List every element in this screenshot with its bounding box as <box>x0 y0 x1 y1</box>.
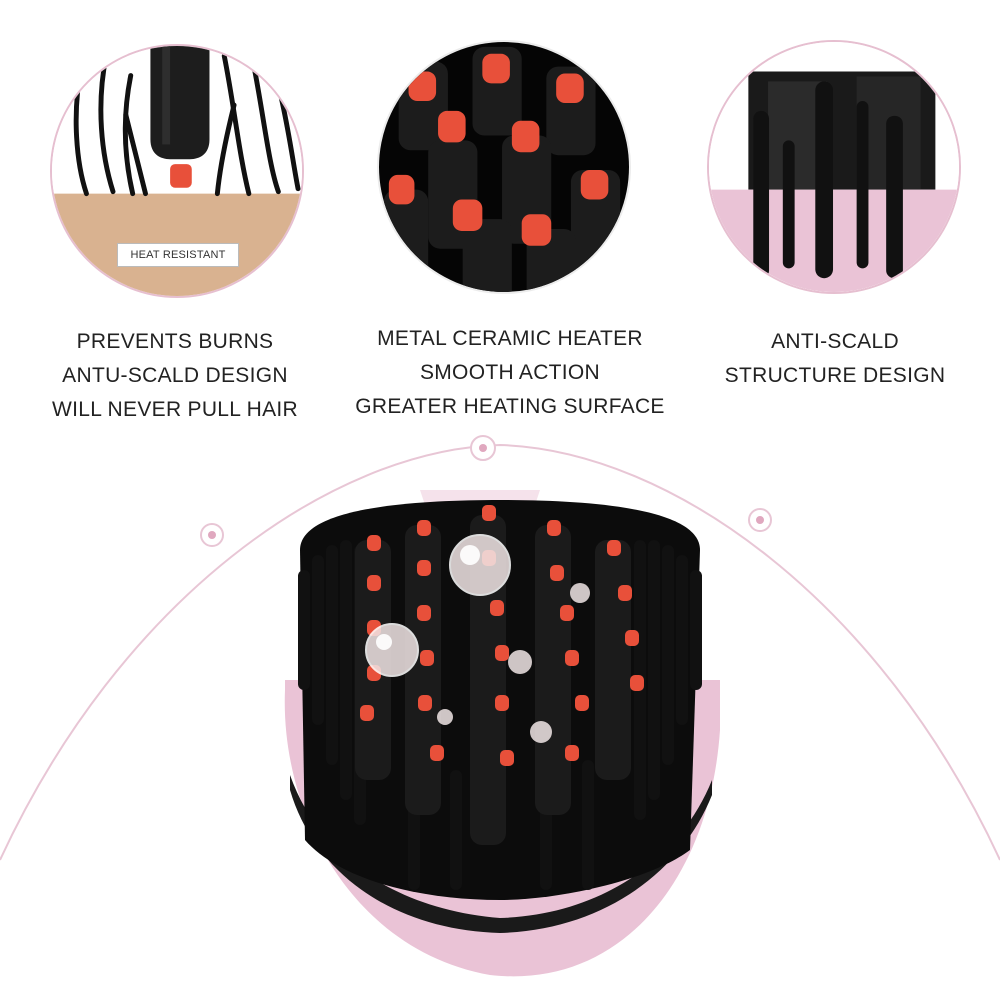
arc-dot-right <box>748 508 772 532</box>
arc-dot-left <box>200 523 224 547</box>
ceramic-bristles <box>355 505 644 845</box>
brush-head-product-image <box>0 435 1000 977</box>
arc-dot-center <box>470 435 496 461</box>
caption-line: METAL CERAMIC HEATER <box>377 327 643 350</box>
decorative-arc <box>0 443 1000 861</box>
ceramic-bristles-illustration <box>379 42 629 292</box>
caption-line: PREVENTS BURNS <box>76 330 274 353</box>
caption-line: SMOOTH ACTION <box>419 361 601 384</box>
ceramic-heater-caption: METAL CERAMIC HEATER SMOOTH ACTION GREAT… <box>345 322 675 424</box>
caption-line: STRUCTURE DESIGN <box>724 364 946 387</box>
heat-resistant-caption: PREVENTS BURNS ANTU-SCALD DESIGN WILL NE… <box>10 325 340 427</box>
caption-line: ANTI-SCALD <box>771 330 899 353</box>
caption-line: ANTU-SCALD DESIGN <box>62 364 288 387</box>
ceramic-heater-closeup-image <box>377 40 631 294</box>
caption-line: WILL NEVER PULL HAIR <box>51 398 298 421</box>
heat-resistant-badge: HEAT RESISTANT <box>117 243 239 267</box>
anti-scald-illustration <box>709 42 959 292</box>
anti-scald-caption: ANTI-SCALD STRUCTURE DESIGN <box>670 325 1000 393</box>
caption-line: GREATER HEATING SURFACE <box>355 395 665 418</box>
anti-scald-closeup-image <box>707 40 961 294</box>
water-droplet-sparkles <box>365 534 590 743</box>
heat-resistant-closeup-image: HEAT RESISTANT <box>50 44 304 298</box>
